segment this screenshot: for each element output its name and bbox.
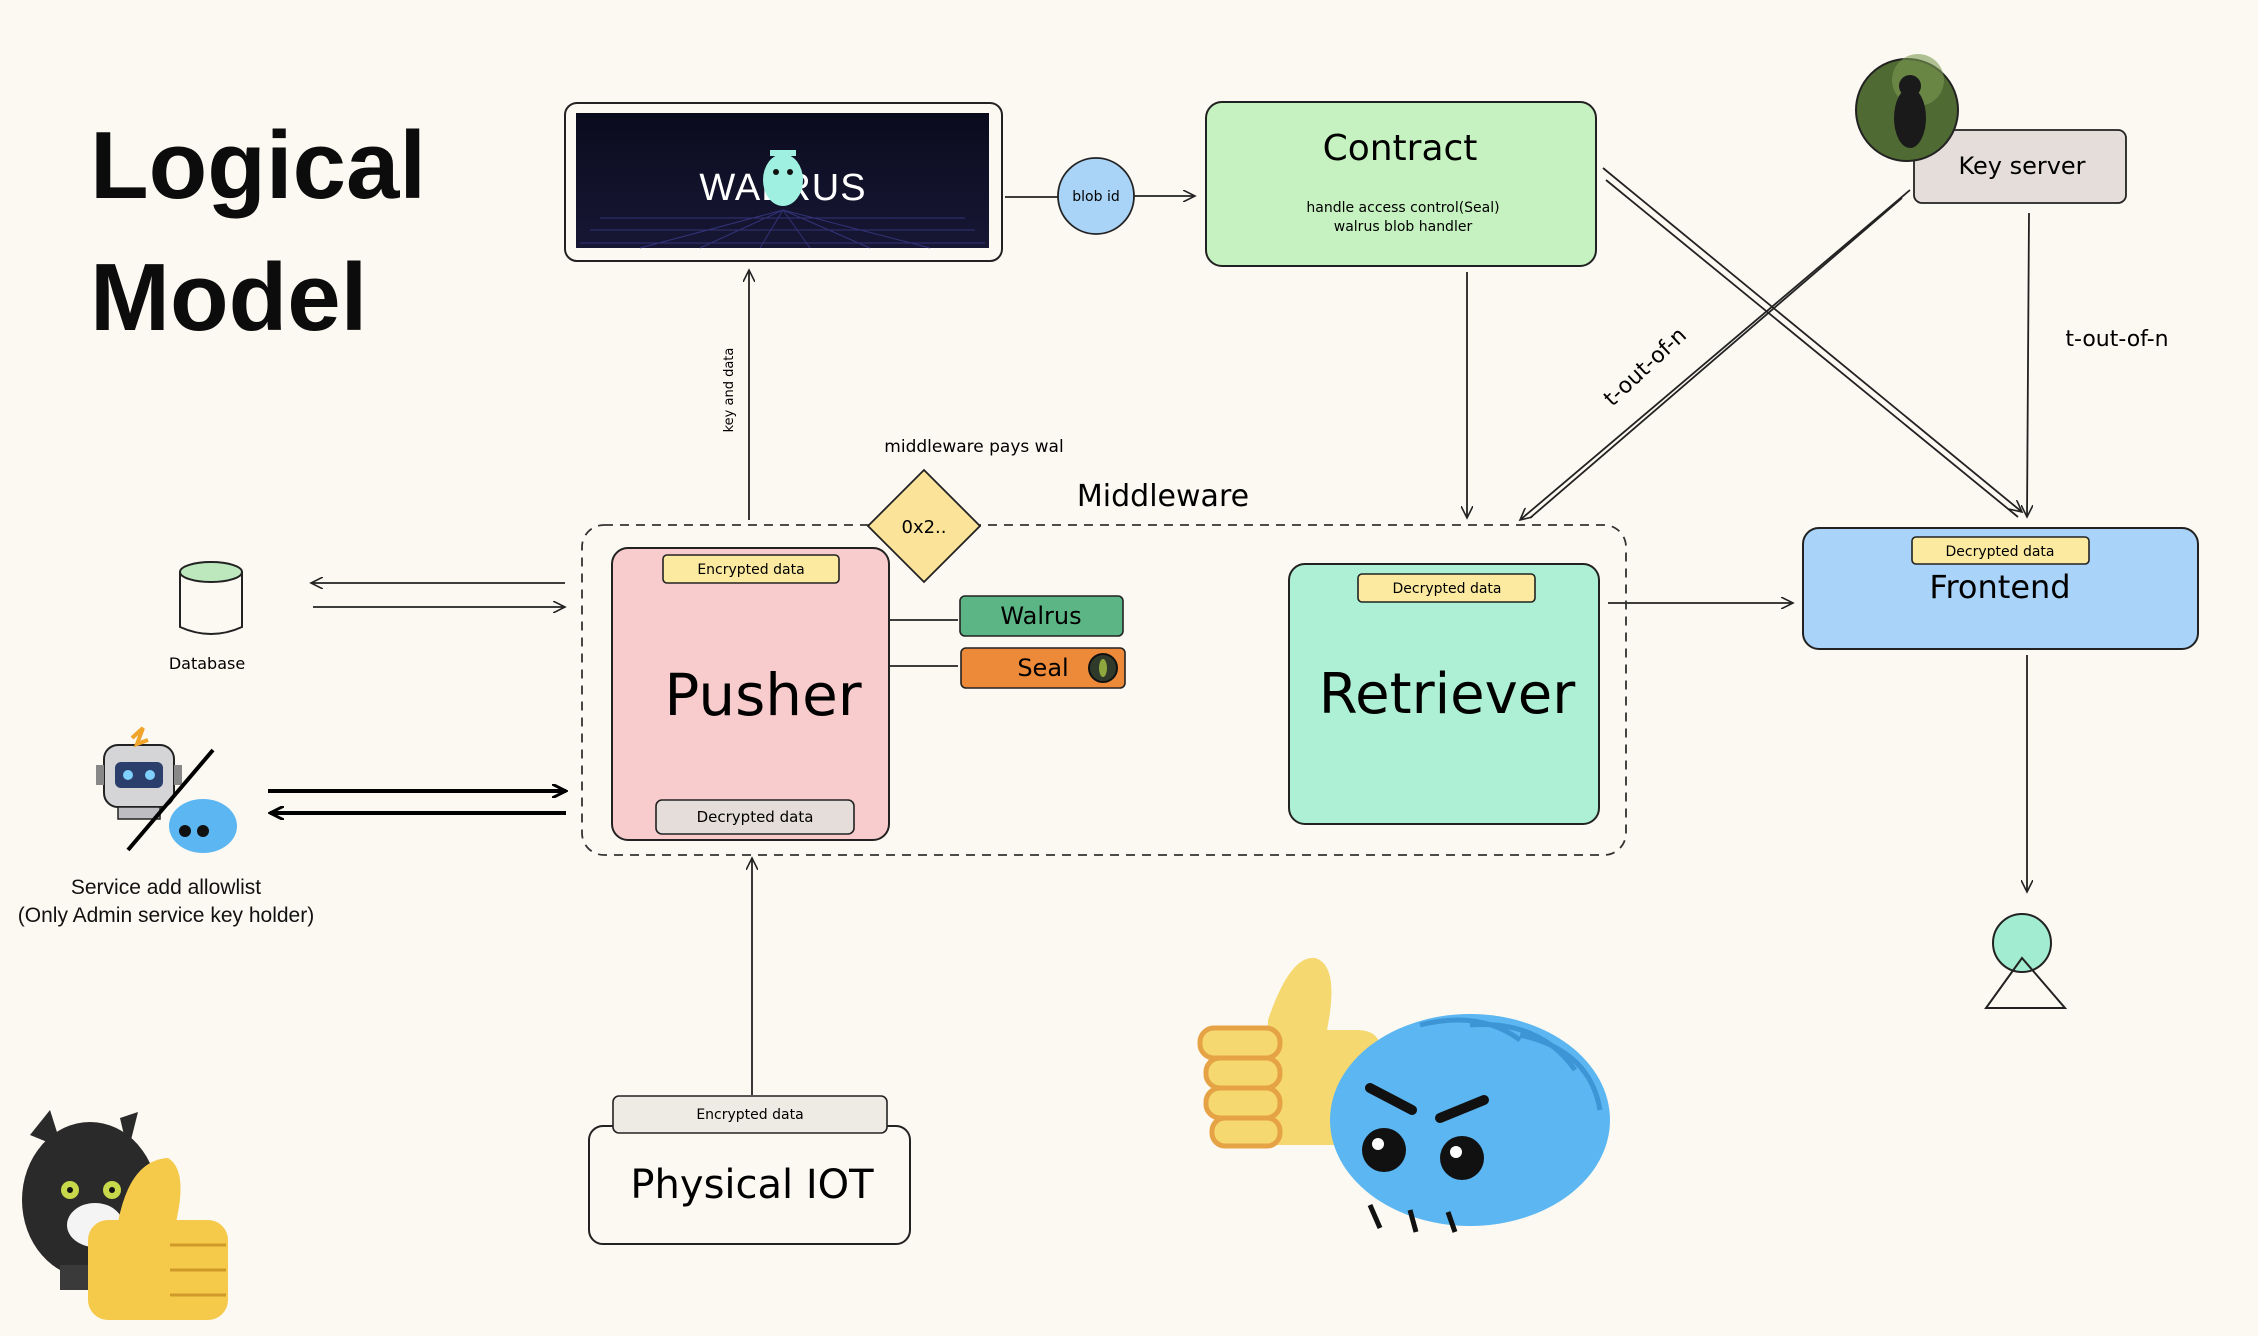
- address-diamond: 0x2..: [866, 468, 982, 584]
- frontend-decrypted-label: Decrypted data: [1946, 544, 2055, 560]
- walrus-tag: Walrus: [959, 595, 1124, 637]
- contract-line1: handle access control(Seal): [1306, 200, 1499, 216]
- frontend-node: Decrypted data Frontend: [1802, 527, 2199, 650]
- frontend-decrypted-tag: Decrypted data: [1911, 536, 2090, 565]
- arrow-keyserver-retriever-b: [1529, 197, 1903, 519]
- arrow-contract-frontend-b: [1605, 179, 2019, 518]
- title-line2: Model: [90, 244, 367, 351]
- arrow-contract-frontend-a: [1602, 167, 2022, 512]
- key-server-label: Key server: [1958, 152, 2085, 180]
- slash-divider: [126, 748, 215, 852]
- iot-title: Physical IOT: [630, 1162, 874, 1208]
- arrow-keyserver-retriever-a: [1520, 189, 1911, 520]
- bird-avatar-icon: [1855, 54, 1959, 162]
- service-icon-group: Service add allowlist (Only Admin servic…: [18, 726, 314, 927]
- blob-id-label: blob id: [1072, 189, 1119, 205]
- connectors: [311, 167, 2029, 1095]
- thumbs-up-icon: [88, 1158, 228, 1320]
- walrus-banner: WALRUS: [564, 102, 1003, 262]
- pusher-decrypted-label: Decrypted data: [697, 808, 814, 826]
- seal-eye-icon: [1088, 653, 1118, 683]
- user-icon: [1984, 913, 2068, 1009]
- title-line1: Logical: [90, 112, 426, 219]
- seal-tag-label: Seal: [1017, 654, 1068, 682]
- contract-node: Contract handle access control(Seal) wal…: [1205, 101, 1597, 267]
- retriever-decrypted-tag: Decrypted data: [1357, 573, 1536, 603]
- pusher-node: Pusher Encrypted data Decrypted data: [611, 547, 890, 841]
- retriever-title: Retriever: [1319, 662, 1576, 727]
- contract-title: Contract: [1323, 128, 1478, 169]
- service-connectors: [268, 791, 566, 813]
- pusher-title: Pusher: [664, 661, 861, 729]
- iot-encrypted-tag: Encrypted data: [612, 1095, 888, 1134]
- blue-bug-icon: [169, 799, 237, 853]
- key-server-node: Key server: [1855, 54, 2127, 204]
- t-out-of-n-right-label: t-out-of-n: [2065, 327, 2168, 352]
- t-out-of-n-left-label: t-out-of-n: [1599, 323, 1692, 412]
- contract-line2: walrus blob handler: [1334, 219, 1473, 235]
- middleware-pays-label: middleware pays wal: [884, 437, 1063, 457]
- iot-node: Physical IOT Encrypted data: [588, 1095, 911, 1245]
- frontend-title: Frontend: [1929, 568, 2070, 606]
- blob-id-node: blob id: [1057, 157, 1135, 235]
- angry-blue-bug-icon: [1330, 1014, 1610, 1233]
- service-line2: (Only Admin service key holder): [18, 904, 314, 927]
- robot-icon: [96, 726, 182, 820]
- middleware-container: Middleware: [581, 479, 1627, 856]
- database-icon: Database: [169, 561, 245, 673]
- address-label: 0x2..: [902, 517, 947, 538]
- iot-encrypted-label: Encrypted data: [696, 1107, 803, 1123]
- pusher-encrypted-label: Encrypted data: [697, 562, 804, 578]
- walrus-mascot-icon: [763, 150, 803, 206]
- seal-tag: Seal: [960, 647, 1126, 689]
- retriever-node: Retriever Decrypted data: [1288, 563, 1600, 825]
- key-and-data-label: key and data: [722, 348, 737, 433]
- walrus-tag-label: Walrus: [1000, 602, 1081, 630]
- middleware-label: Middleware: [1077, 479, 1249, 514]
- arrow-keyserver-frontend: [2027, 212, 2029, 517]
- database-label: Database: [169, 654, 245, 673]
- pusher-decrypted-tag: Decrypted data: [655, 799, 855, 835]
- service-line1: Service add allowlist: [71, 876, 261, 899]
- pusher-encrypted-tag: Encrypted data: [662, 554, 840, 584]
- retriever-decrypted-label: Decrypted data: [1393, 581, 1502, 597]
